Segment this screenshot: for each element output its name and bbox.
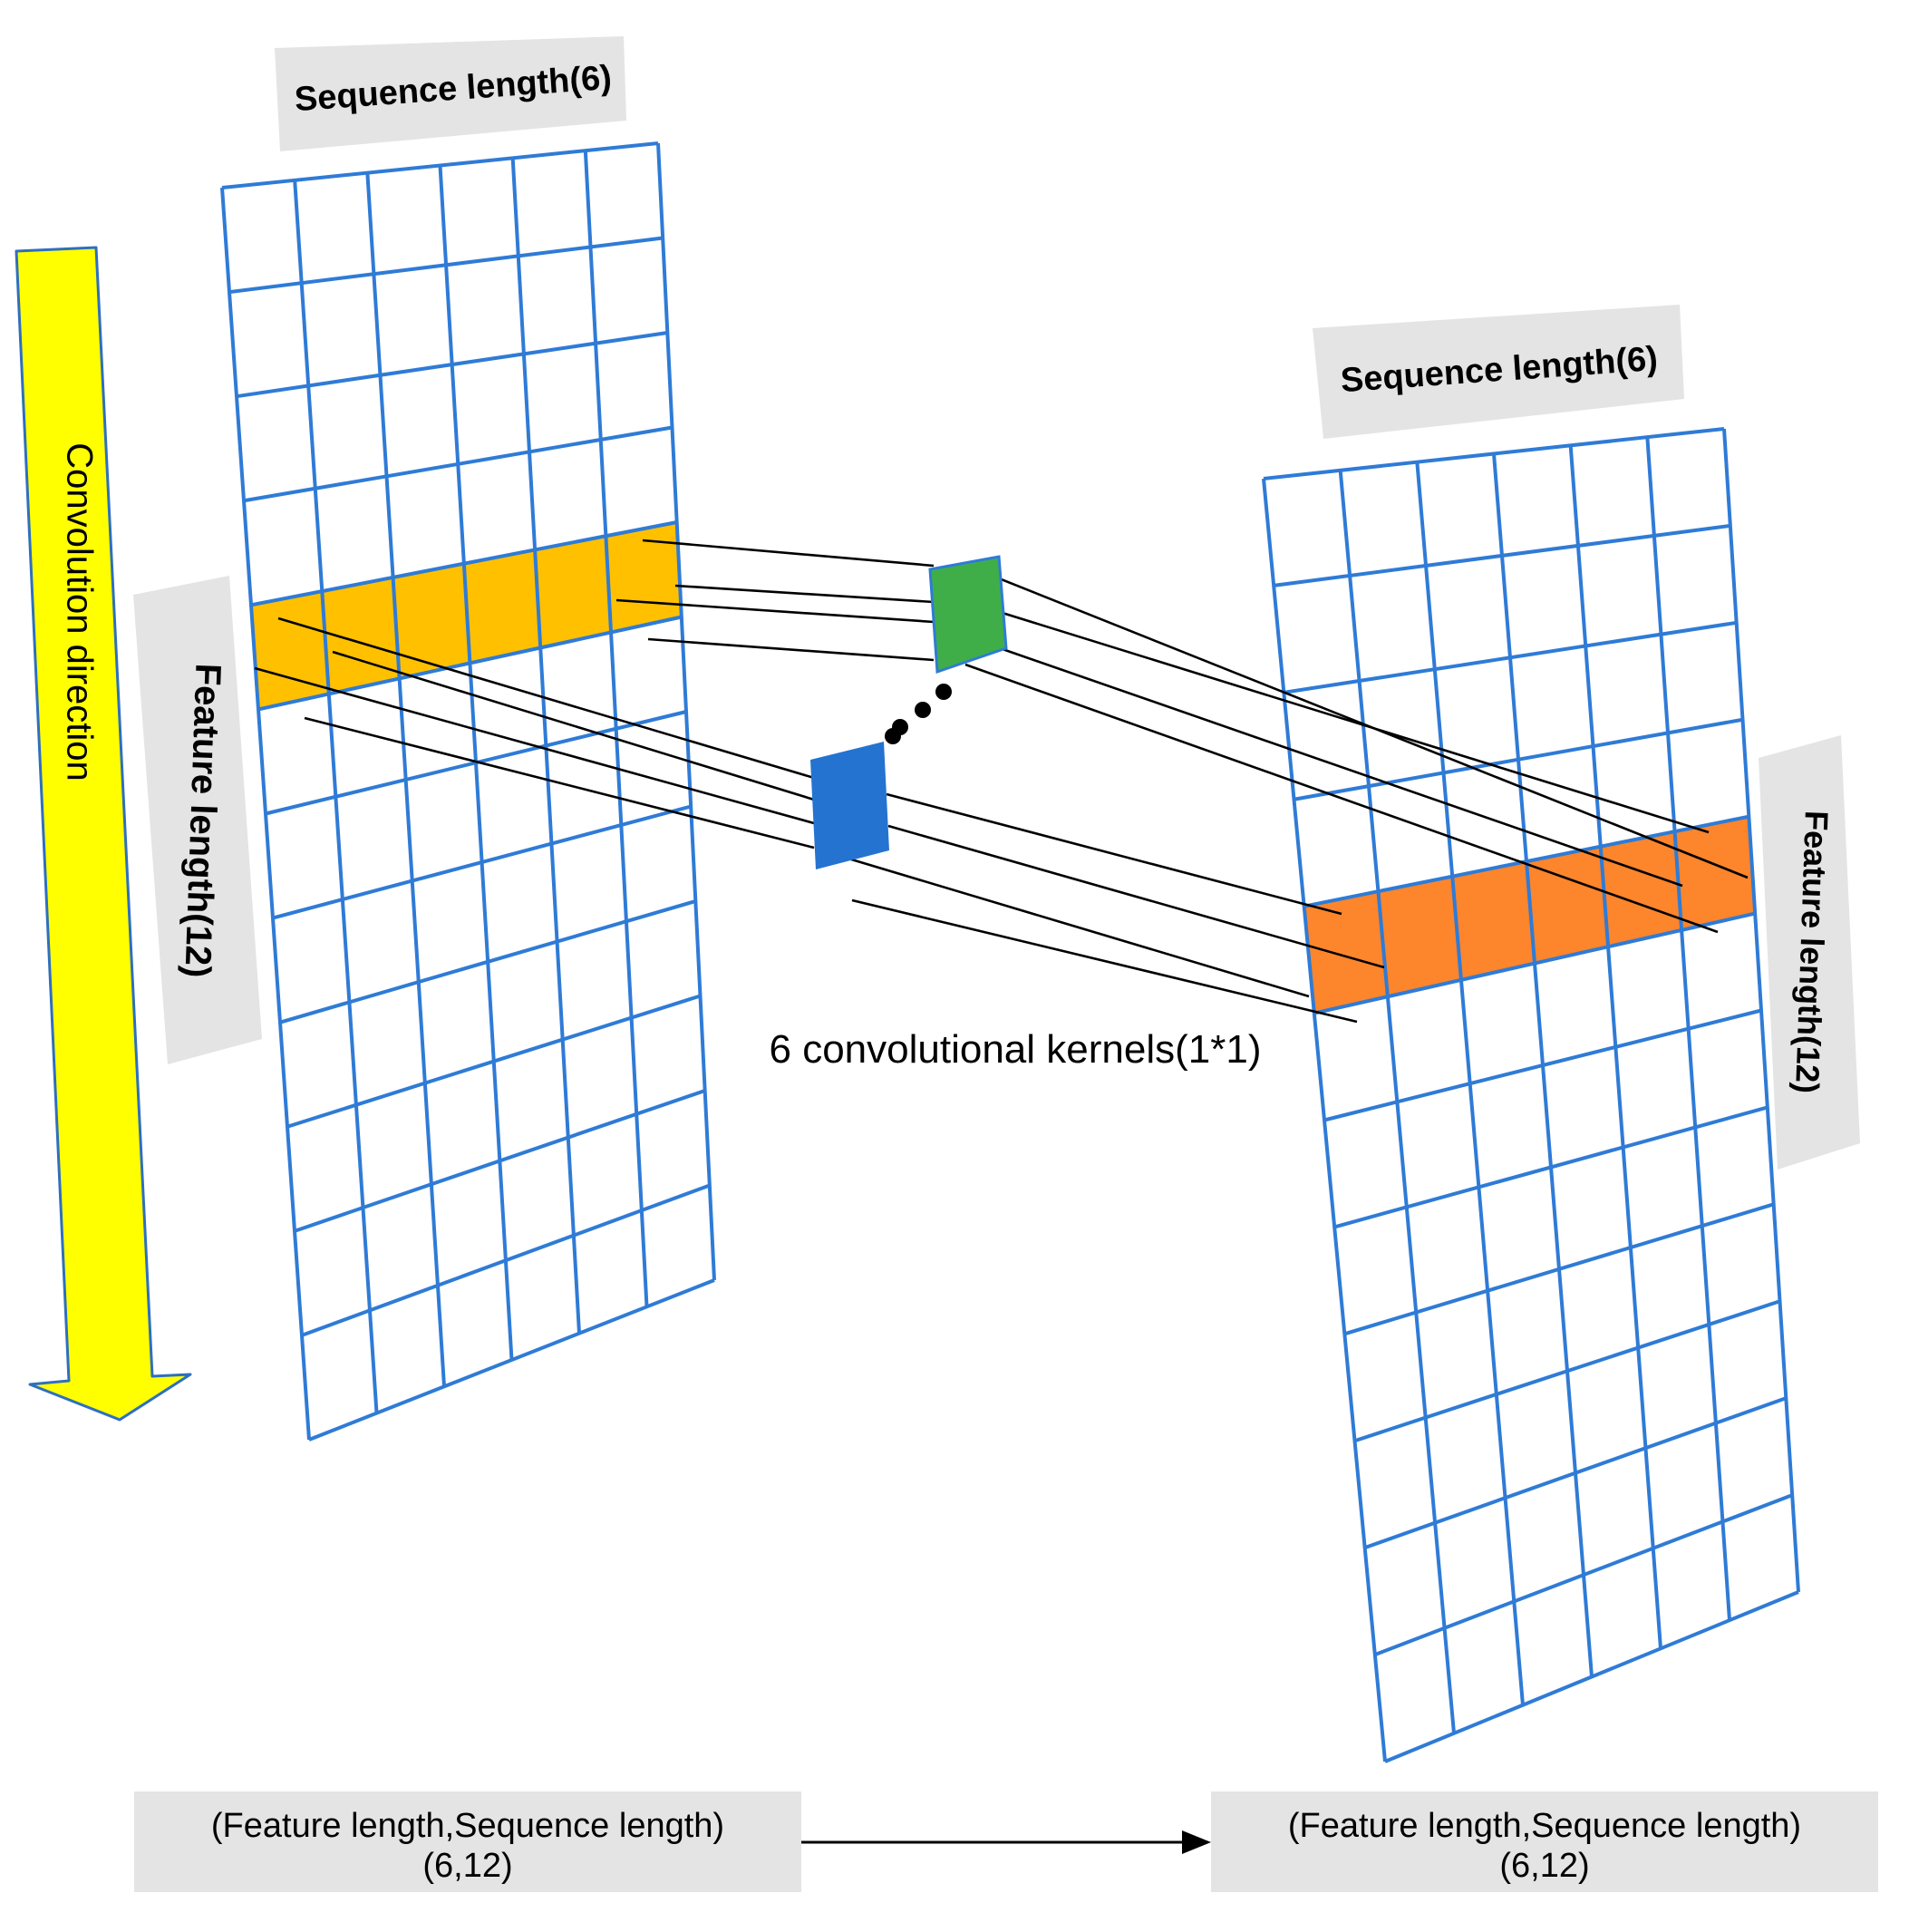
grid-column-line — [1415, 461, 1525, 1705]
grid-column-line — [656, 142, 716, 1281]
connector-line — [848, 857, 1310, 998]
arrow-head — [1182, 1830, 1211, 1854]
grid-column-line — [1722, 428, 1800, 1593]
output-grid — [1262, 427, 1800, 1763]
grid-column-line — [510, 158, 581, 1334]
ellipsis-dot — [935, 684, 952, 700]
connector-line — [304, 716, 815, 849]
grid-column-line — [1492, 453, 1594, 1677]
grid-column-line — [293, 180, 379, 1413]
grid-column-line — [1645, 437, 1731, 1621]
output-sequence-length-label: Sequence length(6) — [1313, 305, 1684, 439]
label-background — [133, 576, 262, 1064]
connector-line — [642, 539, 935, 568]
input-sequence-length-label: Sequence length(6) — [275, 36, 626, 151]
output-grid-lines — [1262, 427, 1800, 1763]
input-grid — [220, 141, 716, 1442]
grid-column-line — [220, 187, 311, 1441]
label-background — [134, 1791, 801, 1892]
connector-line — [674, 584, 935, 604]
ellipsis-dots — [885, 684, 952, 744]
kernel-blue — [810, 742, 889, 869]
ellipsis-dot — [915, 702, 931, 718]
grid-column-line — [365, 172, 446, 1387]
connector-line — [851, 898, 1358, 1024]
connector-line — [615, 598, 935, 624]
ellipsis-dot — [885, 728, 901, 744]
label-background — [275, 36, 626, 151]
connector-line — [886, 792, 1342, 916]
label-background — [1211, 1791, 1878, 1892]
label-background — [1759, 735, 1860, 1170]
connector-line — [277, 616, 815, 780]
connector-lines — [254, 539, 1749, 1024]
kernels-label: 6 convolutional kernels(1*1) — [770, 1027, 1262, 1072]
connector-line — [978, 604, 1710, 834]
connector-line — [964, 663, 1719, 934]
shape-transform-arrow — [801, 1830, 1211, 1854]
input-shape-box: (Feature length,Sequence length) (6,12) — [134, 1791, 801, 1892]
input-grid-lines — [220, 141, 716, 1442]
convolution-direction-label: Convolution direction — [59, 442, 99, 782]
kernel-green — [928, 555, 1008, 675]
input-shape-line1: (Feature length,Sequence length) — [211, 1807, 724, 1845]
input-feature-length-label: Feature length(12) — [133, 576, 262, 1064]
grid-column-line — [1262, 478, 1387, 1762]
output-shape-box: (Feature length,Sequence length) (6,12) — [1211, 1791, 1878, 1892]
connector-line — [887, 824, 1385, 969]
connector-line — [332, 650, 815, 801]
input-shape-line2: (6,12) — [422, 1847, 512, 1885]
connector-line — [942, 626, 1683, 888]
output-feature-length-label: Feature length(12) — [1759, 735, 1860, 1170]
connector-line — [647, 637, 935, 662]
label-background — [1313, 305, 1684, 439]
connector-line — [962, 562, 1749, 879]
output-shape-line1: (Feature length,Sequence length) — [1288, 1807, 1801, 1845]
grid-column-line — [1338, 470, 1456, 1734]
output-shape-line2: (6,12) — [1499, 1847, 1589, 1885]
grid-column-line — [583, 150, 649, 1307]
connector-line — [254, 666, 815, 825]
convolution-direction-arrow — [15, 246, 192, 1422]
grid-column-line — [1568, 445, 1662, 1649]
